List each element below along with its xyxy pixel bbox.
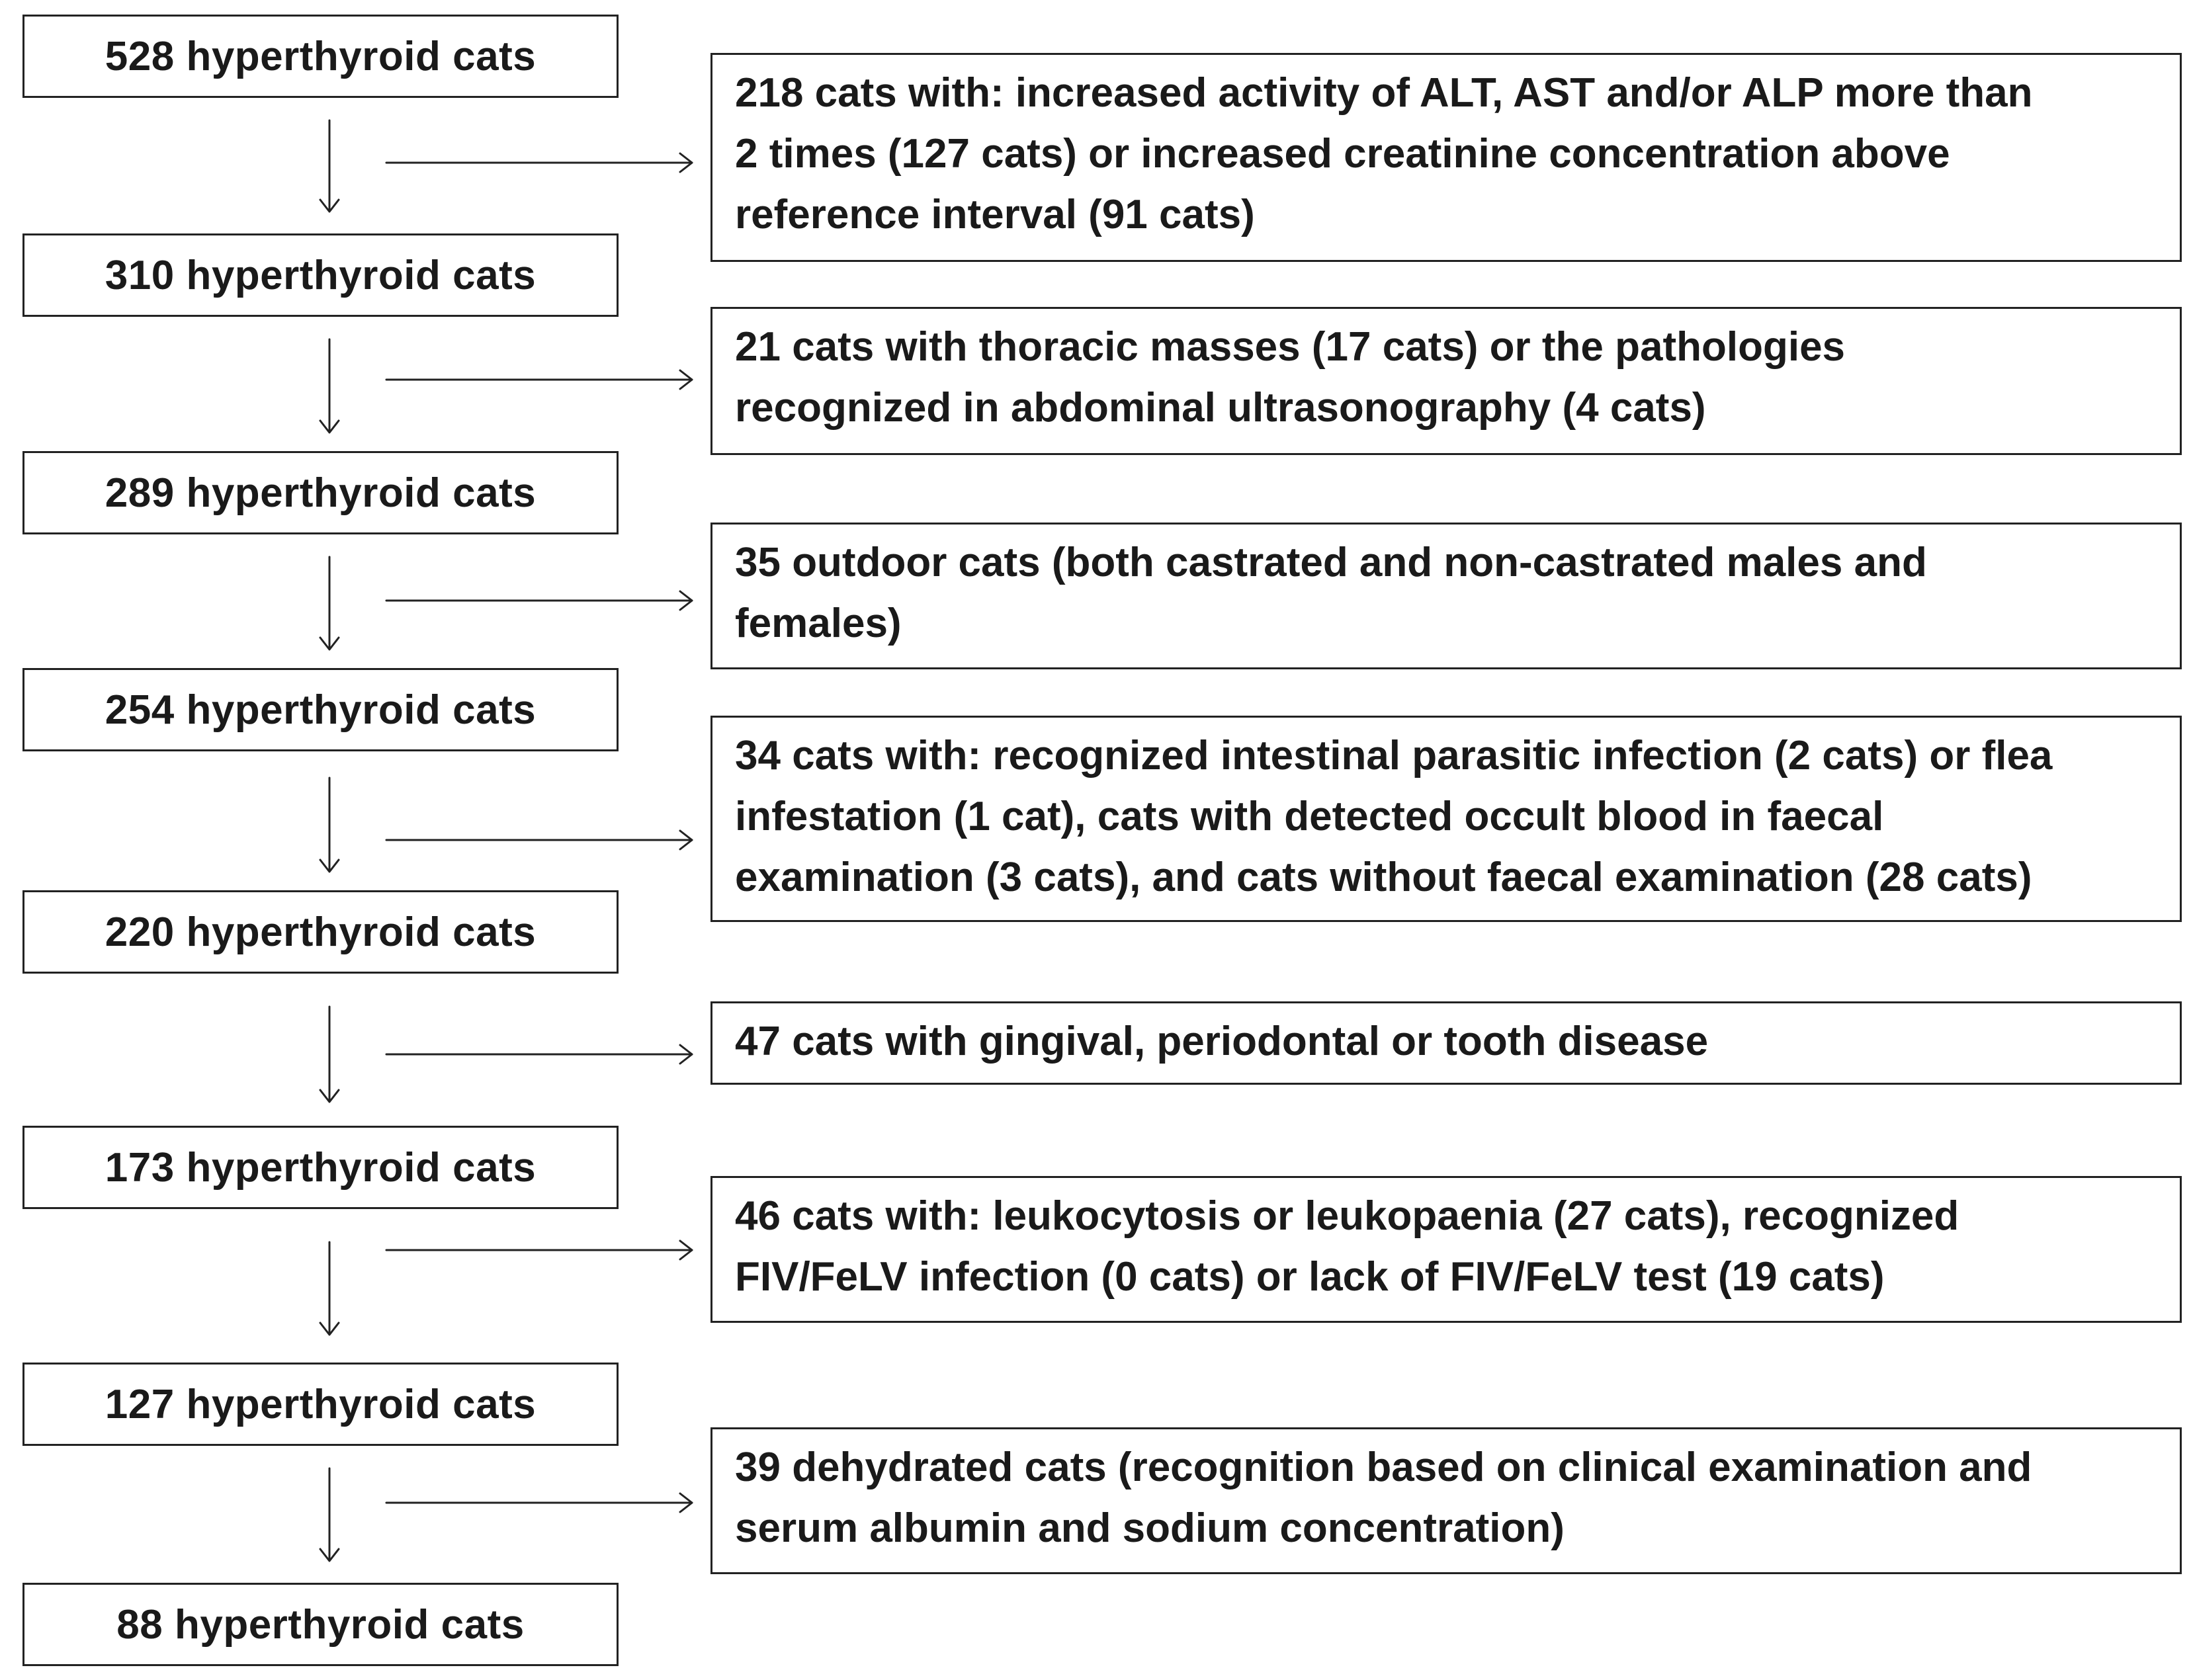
down-arrow-6 bbox=[319, 1241, 340, 1336]
right-arrow-4 bbox=[385, 829, 693, 851]
count-label: 220 hyperthyroid cats bbox=[105, 909, 537, 955]
count-box-528: 528 hyperthyroid cats bbox=[22, 15, 619, 98]
count-label: 88 hyperthyroid cats bbox=[116, 1601, 525, 1648]
right-arrow-6 bbox=[385, 1239, 693, 1261]
exclusion-line: FIV/FeLV infection (0 cats) or lack of F… bbox=[735, 1254, 1885, 1300]
down-arrow-5 bbox=[319, 1005, 340, 1103]
count-label: 310 hyperthyroid cats bbox=[105, 252, 537, 298]
count-box-310: 310 hyperthyroid cats bbox=[22, 233, 619, 317]
count-label: 173 hyperthyroid cats bbox=[105, 1144, 537, 1191]
down-arrow-7 bbox=[319, 1467, 340, 1562]
down-arrow-4 bbox=[319, 777, 340, 873]
count-box-254: 254 hyperthyroid cats bbox=[22, 668, 619, 751]
exclusion-line: recognized in abdominal ultrasonography … bbox=[735, 385, 1706, 431]
right-arrow-7 bbox=[385, 1492, 693, 1513]
exclusion-box-2: 21 cats with thoracic masses (17 cats) o… bbox=[710, 307, 2182, 455]
exclusion-box-5: 47 cats with gingival, periodontal or to… bbox=[710, 1001, 2182, 1085]
down-arrow-2 bbox=[319, 338, 340, 434]
exclusion-box-4: 34 cats with: recognized intestinal para… bbox=[710, 716, 2182, 922]
exclusion-line: 2 times (127 cats) or increased creatini… bbox=[735, 131, 1950, 177]
exclusion-line: reference interval (91 cats) bbox=[735, 192, 1255, 237]
exclusion-box-6: 46 cats with: leukocytosis or leukopaeni… bbox=[710, 1176, 2182, 1323]
count-box-173: 173 hyperthyroid cats bbox=[22, 1126, 619, 1209]
count-label: 254 hyperthyroid cats bbox=[105, 687, 537, 733]
exclusion-line: 46 cats with: leukocytosis or leukopaeni… bbox=[735, 1193, 1959, 1239]
exclusion-box-3: 35 outdoor cats (both castrated and non-… bbox=[710, 523, 2182, 669]
exclusion-box-1: 218 cats with: increased activity of ALT… bbox=[710, 53, 2182, 262]
count-box-88: 88 hyperthyroid cats bbox=[22, 1583, 619, 1666]
count-label: 127 hyperthyroid cats bbox=[105, 1381, 537, 1427]
count-box-220: 220 hyperthyroid cats bbox=[22, 890, 619, 974]
exclusion-line: 35 outdoor cats (both castrated and non-… bbox=[735, 540, 1927, 585]
count-box-127: 127 hyperthyroid cats bbox=[22, 1363, 619, 1446]
down-arrow-3 bbox=[319, 556, 340, 651]
exclusion-line: 47 cats with gingival, periodontal or to… bbox=[735, 1019, 1709, 1064]
exclusion-line: 21 cats with thoracic masses (17 cats) o… bbox=[735, 324, 1846, 370]
exclusion-line: 34 cats with: recognized intestinal para… bbox=[735, 733, 2053, 778]
count-box-289: 289 hyperthyroid cats bbox=[22, 451, 619, 534]
count-label: 289 hyperthyroid cats bbox=[105, 470, 537, 516]
right-arrow-1 bbox=[385, 152, 693, 173]
right-arrow-2 bbox=[385, 369, 693, 390]
exclusion-line: infestation (1 cat), cats with detected … bbox=[735, 794, 1884, 839]
exclusion-line: 218 cats with: increased activity of ALT… bbox=[735, 70, 2033, 116]
exclusion-line: 39 dehydrated cats (recognition based on… bbox=[735, 1445, 2032, 1490]
exclusion-box-7: 39 dehydrated cats (recognition based on… bbox=[710, 1427, 2182, 1574]
right-arrow-5 bbox=[385, 1044, 693, 1065]
exclusion-line: examination (3 cats), and cats without f… bbox=[735, 855, 2032, 900]
right-arrow-3 bbox=[385, 590, 693, 611]
exclusion-line: females) bbox=[735, 601, 902, 646]
down-arrow-1 bbox=[319, 119, 340, 213]
exclusion-line: serum albumin and sodium concentration) bbox=[735, 1505, 1565, 1551]
count-label: 528 hyperthyroid cats bbox=[105, 33, 537, 79]
